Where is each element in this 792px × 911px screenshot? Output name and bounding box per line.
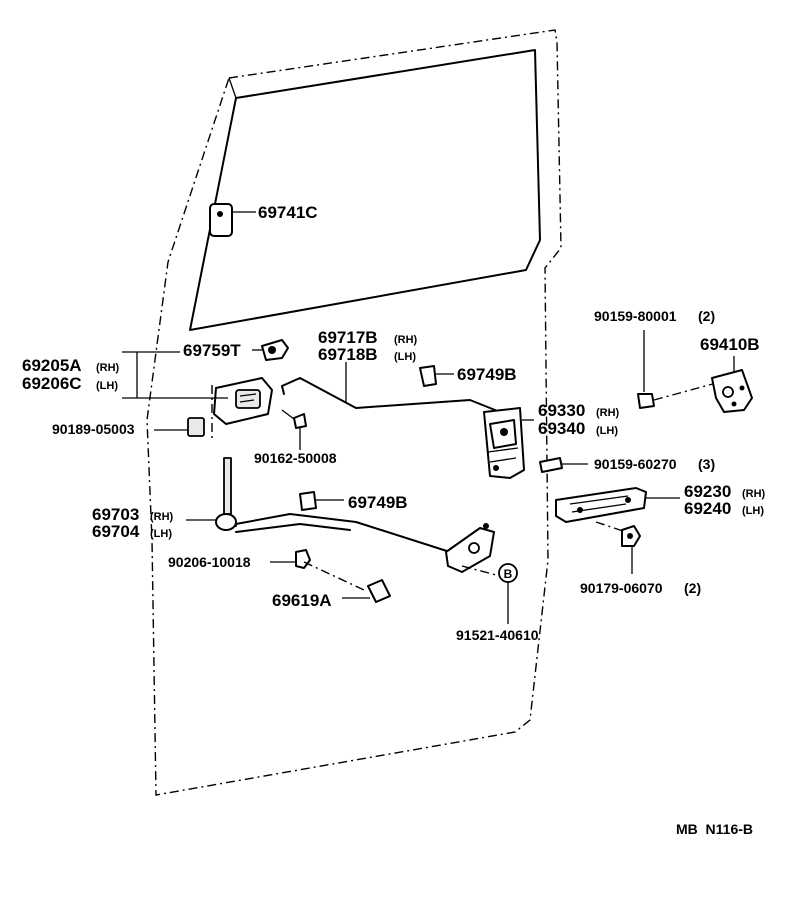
label-69718b-side: (LH) (394, 351, 416, 363)
callout-b-letter: B (504, 567, 513, 581)
leader-69205a (122, 351, 228, 399)
screw-90159-60270 (539, 457, 588, 473)
clip-69741c (209, 203, 256, 237)
label-69704: 69704 (92, 522, 140, 541)
lower-lock-lever (445, 523, 501, 577)
label-69704-side: (LH) (150, 528, 172, 540)
label-69330-side: (RH) (596, 407, 620, 419)
label-69330: 69330 (538, 401, 585, 420)
label-90162-50008: 90162-50008 (254, 450, 337, 466)
label-69240: 69240 (684, 499, 731, 518)
label-69718b: 69718B (318, 345, 378, 364)
label-90206-10018: 90206-10018 (168, 554, 251, 570)
label-90179-06070: 90179-06070 (580, 580, 663, 596)
label-69230: 69230 (684, 482, 731, 501)
screw-90162 (281, 409, 307, 450)
label-69205a: 69205A (22, 356, 82, 375)
label-69410b: 69410B (700, 335, 760, 354)
label-90159-80001-qty: (2) (698, 308, 715, 324)
inside-handle (211, 377, 273, 440)
label-69759t: 69759T (183, 341, 241, 360)
bushing-69619a (342, 579, 391, 603)
label-69340-side: (LH) (596, 425, 618, 437)
label-90159-60270-qty: (3) (698, 456, 715, 472)
label-69749b-mid: 69749B (348, 493, 408, 512)
label-90189-05003: 90189-05003 (52, 421, 135, 437)
washer-90206 (270, 549, 365, 591)
label-91521-40610: 91521-40610 (456, 627, 539, 643)
clip-69749b-mid (299, 491, 344, 511)
label-69703-side: (RH) (150, 511, 174, 523)
label-69717b-side: (RH) (394, 334, 418, 346)
label-69240-side: (LH) (742, 505, 764, 517)
label-69206c: 69206C (22, 374, 82, 393)
clip-69749b-top (419, 365, 454, 387)
label-69230-side: (RH) (742, 488, 766, 500)
label-69619a: 69619A (272, 591, 332, 610)
label-90159-60270: 90159-60270 (594, 456, 677, 472)
clip-90189 (154, 417, 205, 437)
label-69340: 69340 (538, 419, 585, 438)
nut-90179 (621, 525, 641, 574)
part-labels: 69741C 69205A (RH) 69206C (LH) 69759T 69… (22, 203, 766, 837)
bolt-90159-80001 (637, 330, 721, 409)
door-outline (146, 29, 562, 796)
diagram-code: MB N116-B (676, 821, 753, 837)
label-69206c-side: (LH) (96, 380, 118, 392)
clip-69759t (252, 339, 289, 361)
label-69717b: 69717B (318, 328, 378, 347)
label-69205a-side: (RH) (96, 362, 120, 374)
label-69703: 69703 (92, 505, 139, 524)
label-69741c: 69741C (258, 203, 318, 222)
label-90159-80001: 90159-80001 (594, 308, 677, 324)
door-lock-assembly (483, 407, 534, 479)
outside-handle (555, 487, 680, 533)
label-69749b-top: 69749B (457, 365, 517, 384)
callout-b (498, 563, 518, 624)
lower-rod (186, 457, 471, 561)
striker-69410b (711, 356, 753, 413)
label-90179-06070-qty: (2) (684, 580, 701, 596)
